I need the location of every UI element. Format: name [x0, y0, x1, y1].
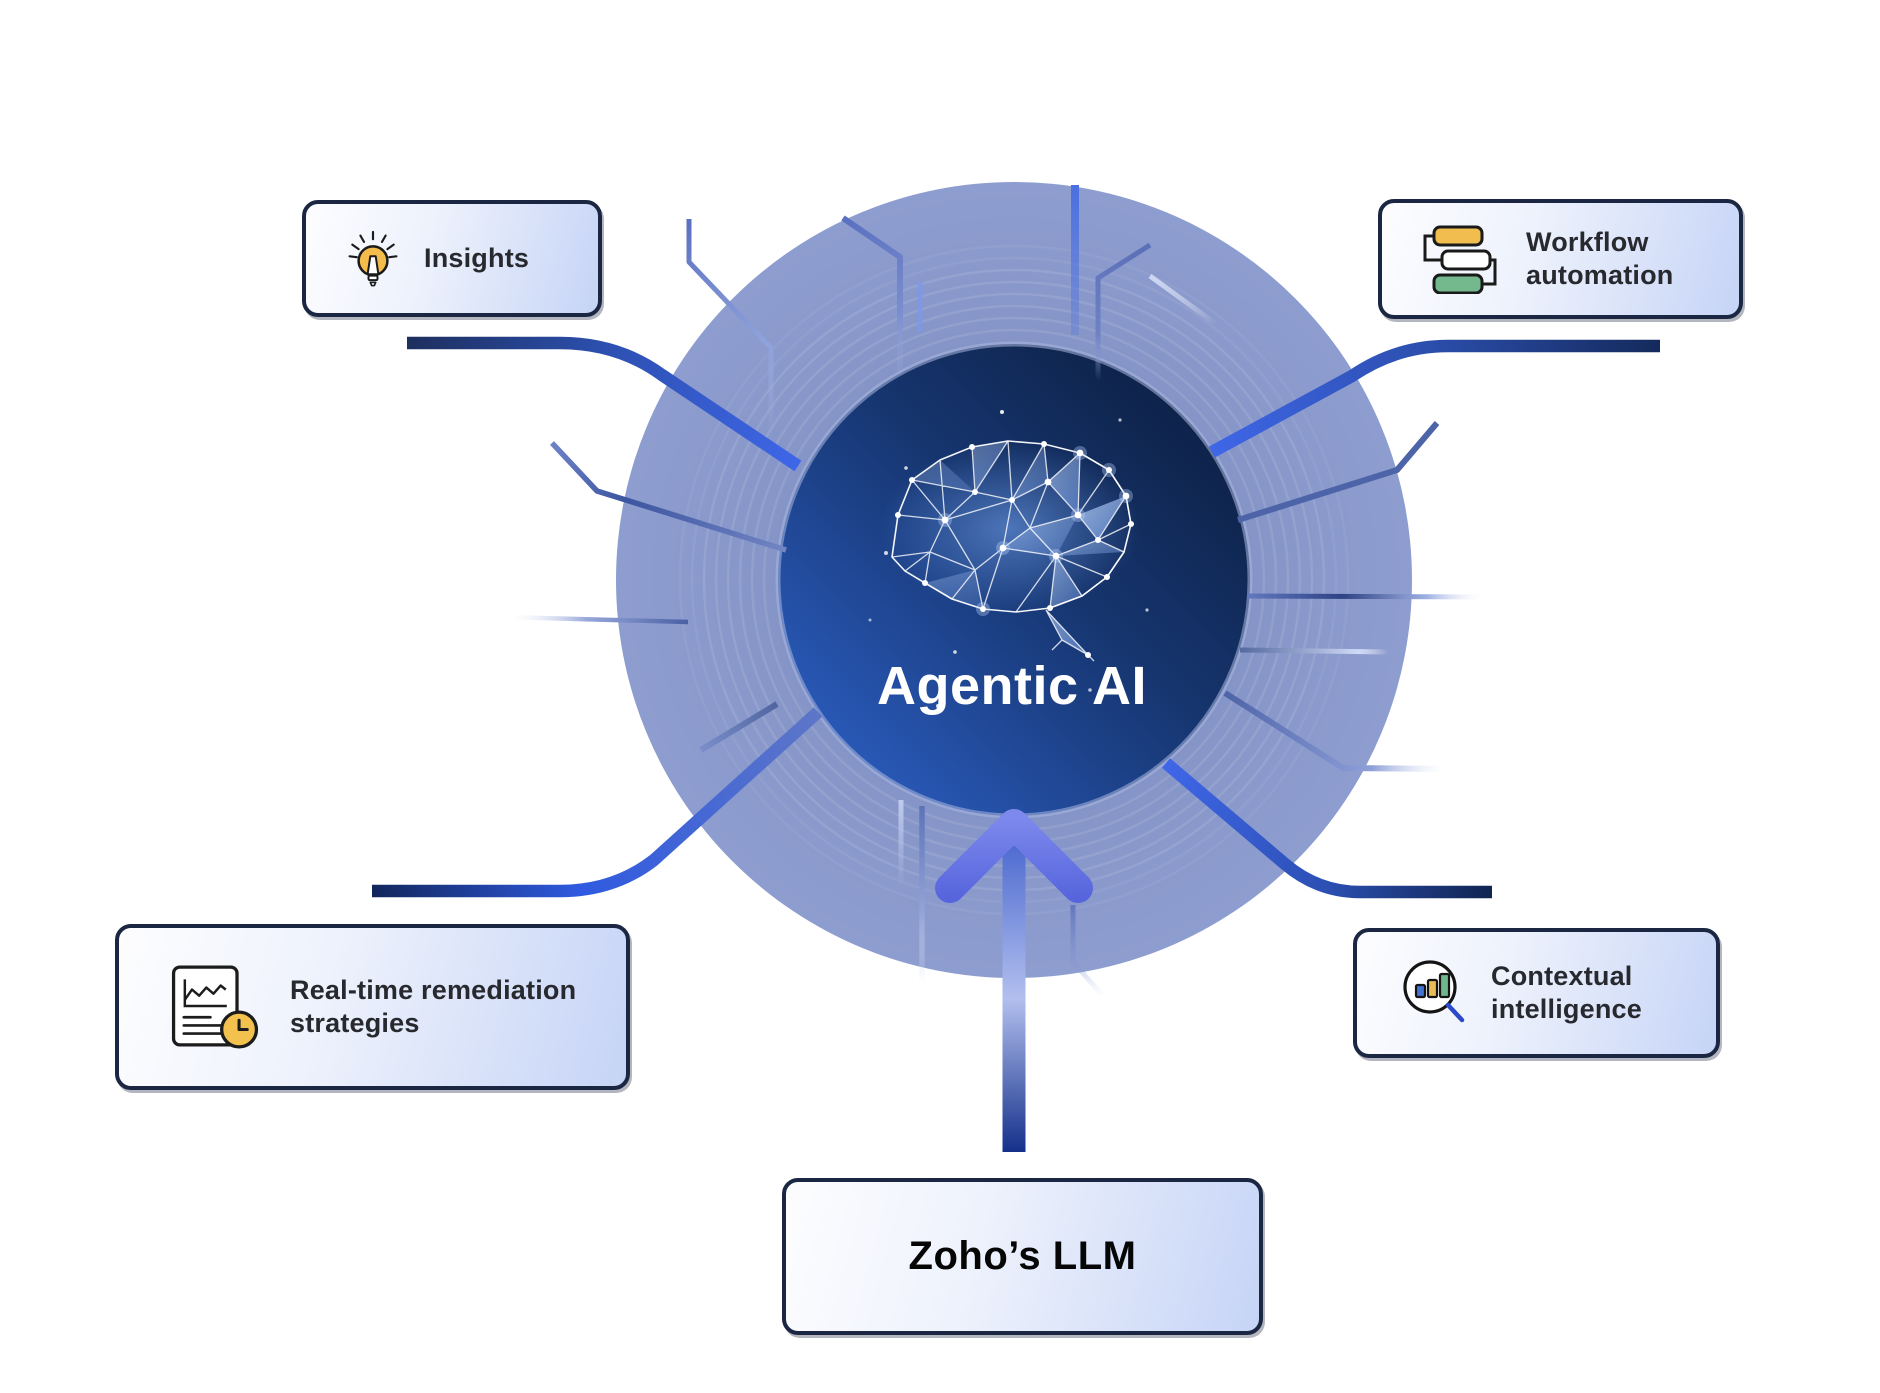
workflow-blocks-icon: [1418, 224, 1502, 294]
connector-workflow: [1209, 339, 1660, 458]
connector-contextual: [1161, 758, 1492, 899]
node-dots: [895, 441, 1134, 658]
center-title: Agentic AI: [877, 656, 1147, 716]
node-label-real-time-remediation: Real-time remediation strategies: [290, 975, 577, 1038]
trace-left-elbow: [549, 441, 787, 553]
connector-realtime: [372, 707, 823, 898]
circuit-traces: [503, 185, 1488, 998]
node-box-zoho-llm: Zoho’s LLM: [782, 1178, 1263, 1335]
lightbulb-icon: [346, 227, 400, 291]
connector-insights: [407, 336, 802, 472]
llm-arrow: [935, 809, 1093, 1152]
trace-top-left-2: [841, 215, 903, 378]
trace-right-horizontal: [1246, 593, 1488, 600]
node-box-workflow-automation: Workflow automation: [1378, 199, 1743, 319]
node-box-real-time-remediation: Real-time remediation strategies: [115, 924, 630, 1090]
trace-right-horizontal-2: [1239, 647, 1389, 655]
node-box-contextual-intelligence: Contextual intelligence: [1353, 928, 1720, 1058]
report-clock-icon: [167, 963, 262, 1051]
node-label-contextual-intelligence: Contextual intelligence: [1491, 961, 1642, 1024]
arrow-head: [935, 809, 1093, 903]
star-dots: [868, 410, 1149, 708]
trace-light-diagonal: [1148, 273, 1218, 327]
neural-brain-icon: [868, 410, 1149, 708]
trace-top-right: [1095, 242, 1152, 380]
trace-bottom-right: [1223, 690, 1446, 772]
node-label-workflow-automation: Workflow automation: [1526, 227, 1674, 290]
node-box-insights: Insights: [302, 200, 602, 317]
trace-bottom-right-vertical: [1070, 905, 1105, 998]
trace-top-left: [686, 219, 774, 437]
connectors: [372, 336, 1660, 899]
trace-right-elbow: [1237, 421, 1440, 523]
trace-bottom-left-stub: [699, 701, 779, 753]
trace-left-horizontal: [503, 614, 689, 625]
chart-magnifier-icon: [1401, 958, 1467, 1028]
node-label-insights: Insights: [424, 243, 530, 274]
node-label-zoho-llm: Zoho’s LLM: [908, 1234, 1137, 1279]
